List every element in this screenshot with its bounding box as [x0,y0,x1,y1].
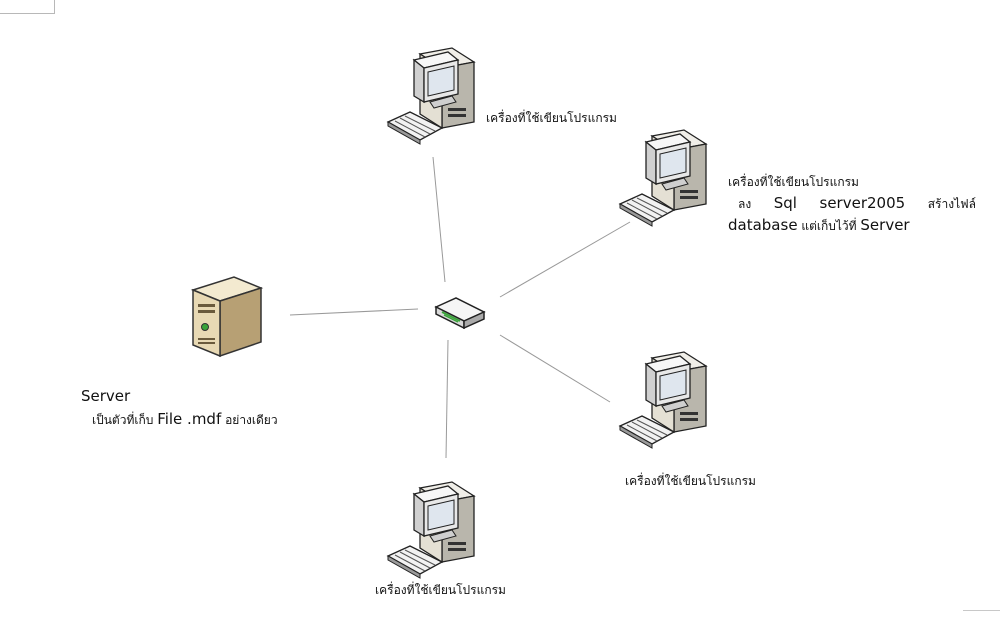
server-description: เป็นตัวที่เก็บ File .mdf อย่างเดียว [92,411,278,428]
note-word-server: Server [860,216,910,234]
monitor [412,51,460,109]
keyboard [386,111,444,145]
frame-corner-top-left [0,0,55,14]
server-desc-prefix: เป็นตัวที่เก็บ [92,413,154,427]
client-right-upper-note-line2: database แต่เก็บไว้ที่ Server [728,216,910,236]
note-word-install: ลง [738,197,752,211]
note-word-database: database [728,216,798,234]
client-bottom-label: เครื่องที่ใช้เขียนโปรแกรม [375,583,506,597]
link-hub-top-client [432,156,446,283]
note-word-server2005: server2005 [819,194,906,212]
link-hub-right-upper-client [499,221,631,298]
note-word-sql: Sql [773,194,797,212]
server-desc-file: File .mdf [157,410,222,428]
server-desc-suffix: อย่างเดียว [225,413,278,427]
desktop-computer-icon-top [386,46,482,154]
link-hub-server [289,308,419,316]
frame-corner-bottom-right [963,610,1000,611]
note-word-but-stored-at: แต่เก็บไว้ที่ [801,219,857,233]
client-top-label: เครื่องที่ใช้เขียนโปรแกรม [486,111,617,125]
note-word-create-file: สร้างไฟล์ [927,197,976,211]
desktop-computer-icon-right-lower [618,350,714,458]
server-tower-icon [190,266,264,366]
link-hub-right-lower-client [499,334,611,403]
network-hub-icon [434,295,486,333]
client-right-upper-label: เครื่องที่ใช้เขียนโปรแกรม [728,175,859,189]
desktop-computer-icon-right-upper [618,128,714,236]
client-right-lower-label: เครื่องที่ใช้เขียนโปรแกรม [625,474,756,488]
link-hub-bottom-client [445,339,449,459]
server-title: Server [81,387,131,405]
client-right-upper-note-line1: ลง Sql server2005 สร้างไฟล์ [738,194,976,214]
desktop-computer-icon-bottom [386,480,482,588]
